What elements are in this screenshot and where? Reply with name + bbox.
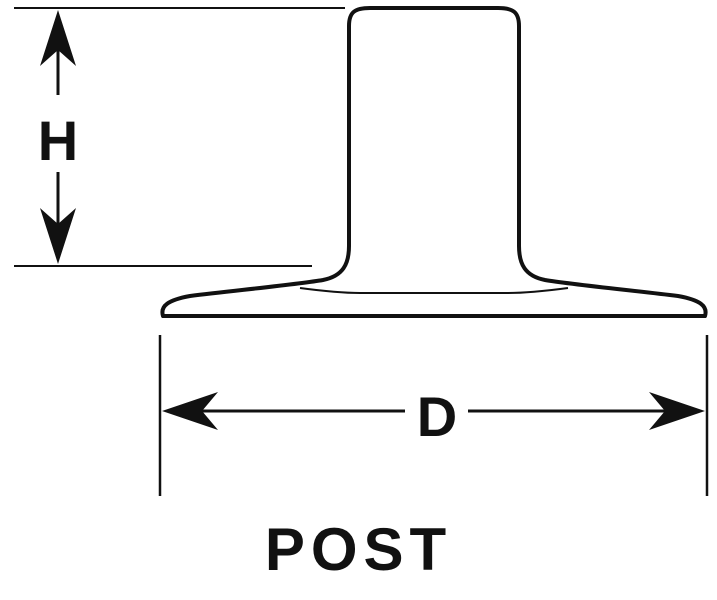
post-outline [160, 6, 708, 318]
post-base-inner-line [299, 287, 569, 294]
height-label: H [38, 109, 78, 172]
height-dimension-arrow [40, 10, 76, 264]
height-arrowhead-up [40, 10, 76, 66]
diameter-label: D [417, 385, 457, 448]
diameter-arrowhead-left [162, 392, 218, 430]
diagram-caption: POST [264, 516, 453, 583]
height-arrowhead-down [40, 208, 76, 264]
diameter-dimension-arrow [162, 392, 705, 430]
diameter-arrowhead-right [649, 392, 705, 430]
